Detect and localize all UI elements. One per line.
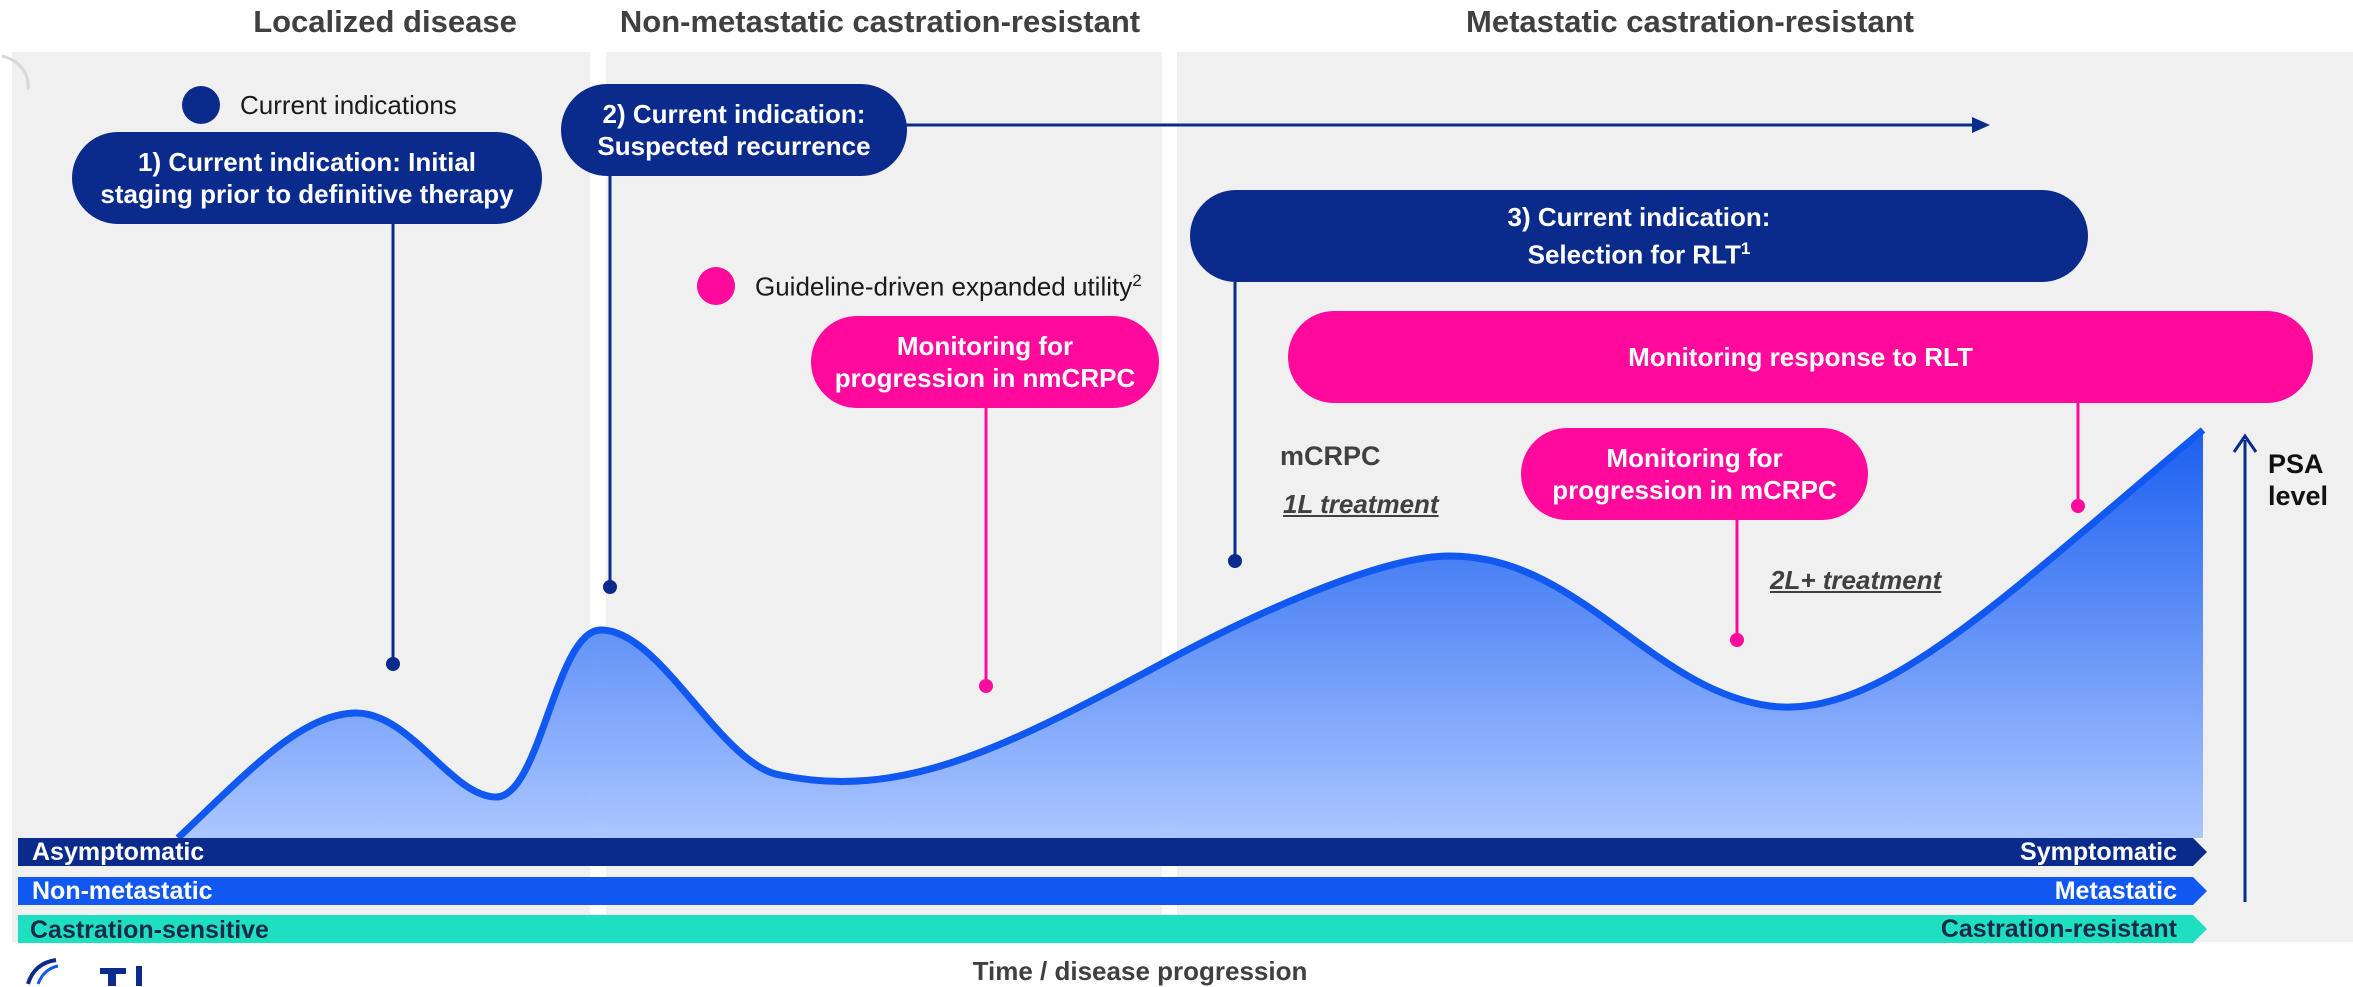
bar-castration-left: Castration-sensitive	[30, 916, 269, 944]
edge-swirl-icon	[1, 54, 30, 91]
pill-monitor-mcrpc: Monitoring for progression in mCRPC	[1521, 428, 1868, 520]
bar-metastasis-right: Metastatic	[2054, 877, 2177, 905]
treatment-1l-label: 1L treatment	[1283, 489, 1439, 519]
psa-curve-area	[178, 430, 2203, 838]
pill-indication3: 3) Current indication: Selection for RLT…	[1190, 190, 2088, 282]
header-localized: Localized disease	[253, 4, 517, 39]
treatment-2l-label: 2L+ treatment	[1770, 565, 1942, 595]
dot-indication3	[1228, 554, 1242, 568]
header-nonmetastatic: Non-metastatic castration-resistant	[619, 4, 1141, 39]
pill-indication2: 2) Current indication: Suspected recurre…	[561, 84, 907, 176]
legend-current-text: Current indications	[240, 90, 457, 120]
bar-metastasis-left: Non-metastatic	[32, 877, 213, 905]
bar-castration-right: Castration-resistant	[1940, 915, 2177, 943]
mcrpc-label: mCRPC	[1280, 441, 1381, 471]
bar-metastasis	[18, 877, 2207, 905]
dot-indication2	[603, 580, 617, 594]
psa-arrowhead	[2232, 433, 2258, 453]
pill-monitor-rlt: Monitoring response to RLT	[1288, 311, 2313, 403]
bar-castration	[18, 915, 2207, 943]
recurrence-arrowhead	[1972, 117, 1990, 133]
pill-monitor-nmcrpc: Monitoring for progression in nmCRPC	[811, 316, 1159, 408]
legend-guideline-text: Guideline-driven expanded utility2	[755, 271, 1142, 302]
pill-indication1: 1) Current indication: Initial staging p…	[72, 132, 542, 224]
x-axis-label: Time / disease progression	[972, 956, 1308, 986]
legend-current-dot	[182, 86, 220, 124]
bar-symptom	[18, 838, 2207, 866]
pill-indication3-sup: 1	[1740, 239, 1751, 259]
dot-rlt	[2071, 499, 2085, 513]
psa-curve-line	[175, 427, 2206, 841]
header-metastatic: Metastatic castration-resistant	[1466, 4, 1914, 39]
logo-fragment-icon	[26, 958, 142, 986]
psa-level-label: PSA level	[2268, 449, 2329, 511]
dot-indication1	[386, 657, 400, 671]
bar-symptom-left: Asymptomatic	[32, 838, 205, 866]
bar-symptom-right: Symptomatic	[2020, 838, 2177, 866]
dot-nmcrpc	[979, 679, 993, 693]
legend-guideline-dot	[697, 267, 735, 305]
dot-mcrpc	[1730, 633, 1744, 647]
legend-guideline-sup: 2	[1132, 271, 1142, 290]
